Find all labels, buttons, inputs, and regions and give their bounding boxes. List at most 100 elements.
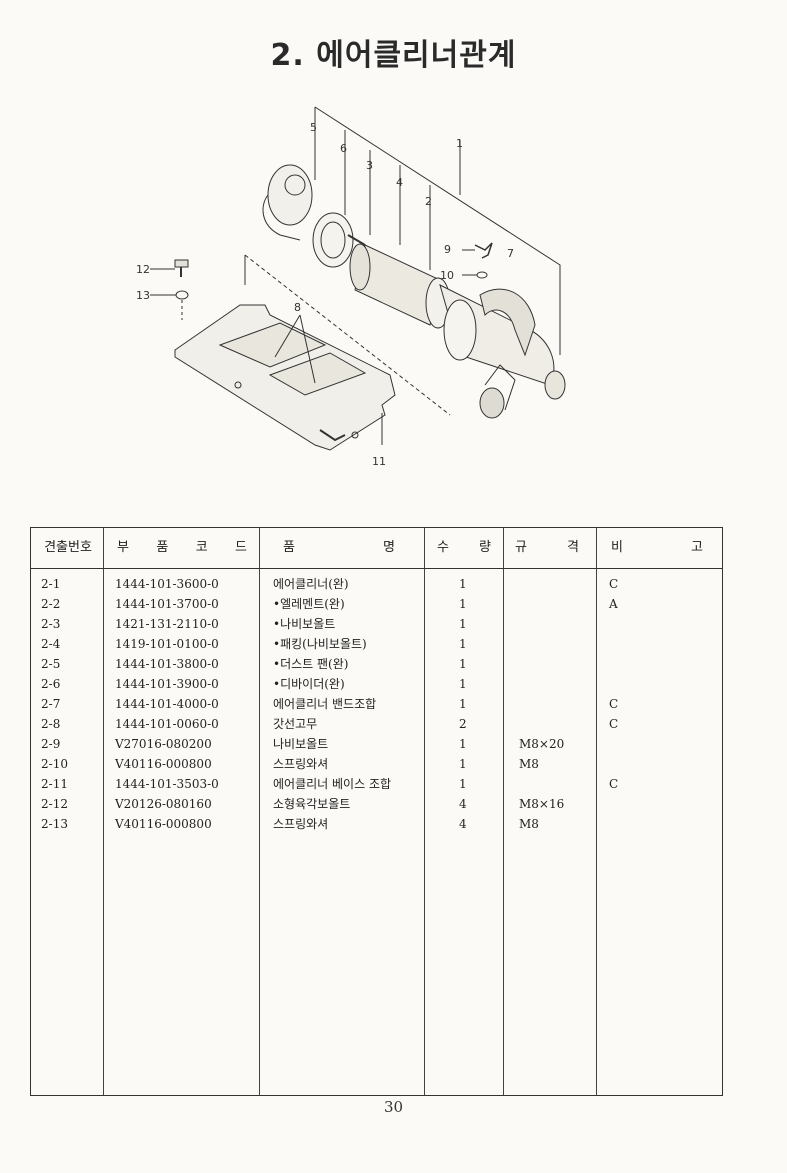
- table-row: 2-12 V20126-080160 소형육각보올트 4 M8×16: [31, 794, 722, 814]
- cell-index: 2-9: [41, 737, 61, 751]
- cell-qty: 1: [459, 777, 467, 791]
- cell-index: 2-10: [41, 757, 68, 771]
- callout-9: 9: [444, 243, 451, 256]
- cell-spec: M8: [519, 757, 539, 771]
- table-row: 2-13 V40116-000800 스프링와셔 4 M8: [31, 814, 722, 834]
- cell-name: 소형육각보올트: [273, 797, 351, 811]
- cell-qty: 1: [459, 677, 467, 691]
- callout-10: 10: [440, 269, 454, 282]
- header-qty: 수 량: [437, 528, 491, 568]
- cell-name: 에어클리너 밴드조합: [273, 697, 377, 711]
- callout-8: 8: [294, 301, 301, 314]
- cell-name: •패킹(나비보올트): [273, 637, 367, 651]
- cell-qty: 1: [459, 577, 467, 591]
- cell-index: 2-2: [41, 597, 61, 611]
- cell-name: 에어클리너 베이스 조합: [273, 777, 392, 791]
- cell-code: V40116-000800: [115, 757, 212, 771]
- cell-spec: M8×20: [519, 737, 565, 751]
- cell-index: 2-13: [41, 817, 68, 831]
- callout-1: 1: [456, 137, 463, 150]
- callout-5: 5: [310, 121, 317, 134]
- column-divider: [596, 528, 597, 1095]
- header-name-char: 품: [283, 540, 295, 555]
- cell-index: 2-4: [41, 637, 61, 651]
- cell-name: •디바이더(완): [273, 677, 345, 691]
- cell-code: V20126-080160: [115, 797, 212, 811]
- cell-qty: 1: [459, 757, 467, 771]
- cell-index: 2-5: [41, 657, 61, 671]
- cell-index: 2-6: [41, 677, 61, 691]
- cell-code: 1444-101-3503-0: [115, 777, 219, 791]
- cell-spec: M8: [519, 817, 539, 831]
- header-name: 품 명: [283, 528, 395, 568]
- cell-qty: 1: [459, 697, 467, 711]
- cell-qty: 1: [459, 637, 467, 651]
- cell-qty: 1: [459, 737, 467, 751]
- callout-6: 6: [340, 142, 347, 155]
- column-divider: [503, 528, 504, 1095]
- leader-line: [314, 106, 561, 355]
- callout-3: 3: [366, 159, 373, 172]
- cell-name: 스프링와셔: [273, 757, 329, 771]
- cell-index: 2-12: [41, 797, 68, 811]
- cell-code: 1419-101-0100-0: [115, 637, 219, 651]
- callout-4: 4: [396, 176, 403, 189]
- header-code-char: 품: [156, 540, 169, 555]
- cell-index: 2-11: [41, 777, 68, 791]
- header-code: 부 품 코 드: [117, 528, 247, 568]
- column-divider: [103, 528, 104, 1095]
- cell-qty: 4: [459, 797, 467, 811]
- cell-remark: A: [609, 597, 618, 611]
- header-spec-char: 격: [567, 540, 579, 555]
- callout-11: 11: [372, 455, 386, 468]
- cell-name: 에어클리너(완): [273, 577, 349, 591]
- header-index: 견출번호: [44, 540, 92, 555]
- cell-qty: 1: [459, 597, 467, 611]
- callout-13: 13: [136, 289, 150, 302]
- cell-code: 1444-101-3600-0: [115, 577, 219, 591]
- cell-name: •엘레멘트(완): [273, 597, 345, 611]
- cell-spec: M8×16: [519, 797, 565, 811]
- cell-index: 2-3: [41, 617, 61, 631]
- cell-remark: C: [609, 697, 619, 711]
- cell-code: 1444-101-3900-0: [115, 677, 219, 691]
- table-row: 2-3 1421-131-2110-0 •나비보올트 1: [31, 614, 722, 634]
- cell-name: •더스트 팬(완): [273, 657, 349, 671]
- callout-7: 7: [507, 247, 514, 260]
- header-qty-char: 량: [479, 540, 491, 555]
- cell-index: 2-7: [41, 697, 61, 711]
- header-code-char: 부: [117, 540, 129, 555]
- cell-name: 스프링와셔: [273, 817, 329, 831]
- cell-code: V40116-000800: [115, 817, 212, 831]
- cell-remark: C: [609, 577, 619, 591]
- cell-qty: 2: [459, 717, 467, 731]
- cell-name: 나비보올트: [273, 737, 329, 751]
- page-number: 30: [383, 1098, 404, 1116]
- page-title: 2. 에어클리너관계: [270, 38, 517, 73]
- header-remark: 비 고: [611, 528, 703, 568]
- cell-qty: 4: [459, 817, 467, 831]
- cell-index: 2-8: [41, 717, 61, 731]
- header-spec: 규 격: [515, 528, 579, 568]
- table-row: 2-10 V40116-000800 스프링와셔 1 M8: [31, 754, 722, 774]
- cell-name: •나비보올트: [273, 617, 336, 631]
- header-remark-char: 비: [611, 540, 623, 555]
- cell-qty: 1: [459, 617, 467, 631]
- header-qty-char: 수: [437, 540, 449, 555]
- cell-code: 1421-131-2110-0: [115, 617, 219, 631]
- header-name-char: 명: [383, 540, 395, 555]
- cell-qty: 1: [459, 657, 467, 671]
- column-divider: [259, 528, 260, 1095]
- header-code-char: 드: [235, 540, 247, 555]
- cell-code: 1444-101-4000-0: [115, 697, 219, 711]
- table-header: 견출번호 부 품 코 드 품 명 수 량 규 격 비 고: [31, 528, 722, 569]
- exploded-parts-diagram: 1 2 3 4 5 6 7 8 9 10 11 12 13: [136, 106, 566, 468]
- cell-code: 1444-101-0060-0: [115, 717, 219, 731]
- header-remark-char: 고: [691, 540, 703, 555]
- header-code-char: 코: [195, 540, 208, 555]
